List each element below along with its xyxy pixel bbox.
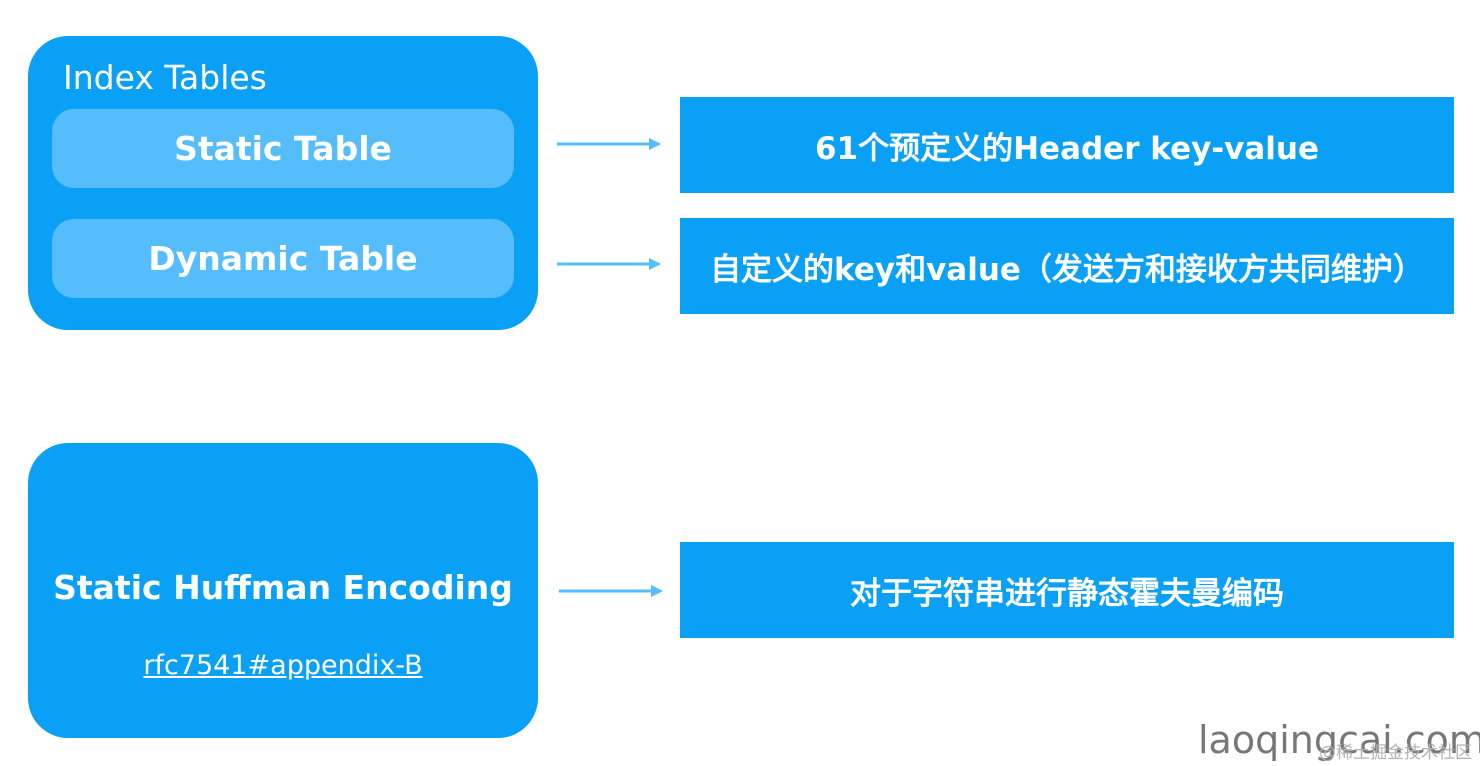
huffman-encoding-group: Static Huffman Encoding rfc7541#appendix… (28, 443, 538, 738)
huffman-arrow (559, 585, 663, 597)
huffman-description: 对于字符串进行静态霍夫曼编码 (680, 542, 1454, 638)
index-tables-title: Index Tables (63, 58, 267, 97)
huffman-encoding-title: Static Huffman Encoding (53, 568, 513, 607)
dynamic-table-description: 自定义的key和value（发送方和接收方共同维护） (680, 218, 1454, 314)
static-table-description: 61个预定义的Header key-value (680, 97, 1454, 193)
watermark-site: laoqingcai.com (1198, 718, 1480, 762)
static-table-pill: Static Table (52, 109, 514, 188)
static-table-arrow (557, 138, 661, 150)
dynamic-table-arrow (557, 258, 661, 270)
dynamic-table-pill: Dynamic Table (52, 219, 514, 298)
index-tables-group: Index Tables Static Table Dynamic Table (28, 36, 538, 330)
rfc-appendix-link[interactable]: rfc7541#appendix-B (143, 650, 423, 681)
watermark-community: @稀土掘金技术社区 (1319, 743, 1472, 763)
